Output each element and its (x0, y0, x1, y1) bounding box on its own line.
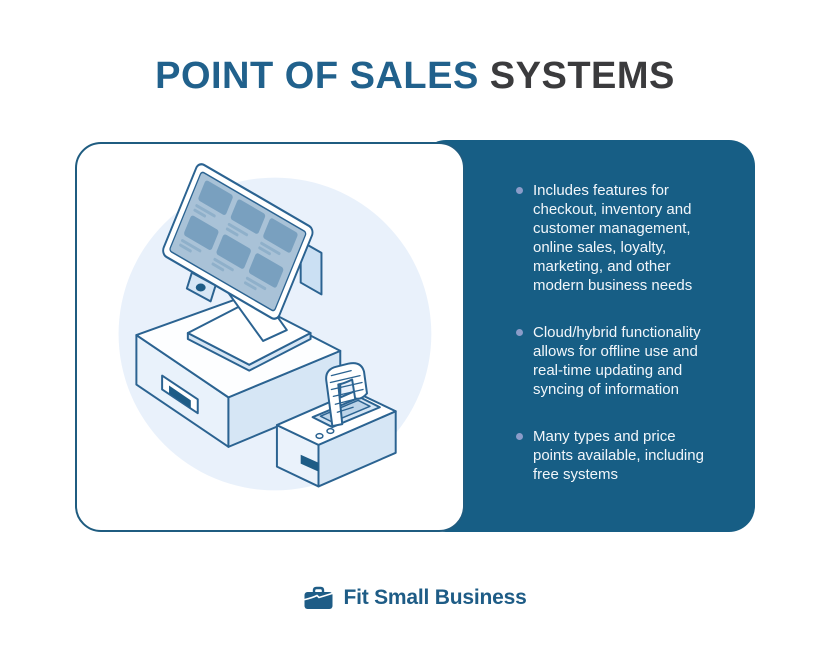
base-plate (186, 300, 312, 372)
receipt (325, 362, 368, 428)
printer-button (326, 427, 335, 435)
title-rest: SYSTEMS (489, 55, 675, 97)
pos-screen (162, 163, 314, 320)
bullet-text: Includes features for checkout, inventor… (533, 182, 693, 294)
receipt-printer (275, 362, 397, 488)
screen-tile (184, 215, 219, 250)
footer-logo: Fit Small Business (0, 584, 830, 612)
title-highlight: POINT OF SALES (155, 55, 479, 97)
bullet-list: Includes features for checkout, inventor… (516, 181, 719, 512)
bullet-text: Many types and price points available, i… (533, 428, 704, 483)
brand-name: Fit Small Business (343, 586, 527, 609)
bullet-text: Cloud/hybrid functionality allows for of… (533, 324, 701, 398)
screen-tile (248, 253, 284, 288)
screen-tiles (184, 180, 298, 288)
info-panel: Includes features for checkout, inventor… (420, 140, 755, 532)
pos-illustration (118, 163, 432, 491)
screen-tile (216, 234, 251, 269)
bullet-item: Cloud/hybrid functionality allows for of… (516, 323, 719, 399)
printer-button (315, 432, 324, 440)
illustration-card (75, 142, 465, 532)
briefcase-icon (304, 586, 334, 609)
bullet-item: Many types and price points available, i… (516, 427, 719, 484)
printer-label (300, 454, 319, 472)
screen-tile (230, 199, 266, 234)
screen-tile (198, 180, 233, 215)
screen-hinge (185, 271, 217, 303)
screen-tile (263, 218, 298, 253)
screen-mount (299, 240, 323, 296)
bullet-item: Includes features for checkout, inventor… (516, 181, 719, 295)
